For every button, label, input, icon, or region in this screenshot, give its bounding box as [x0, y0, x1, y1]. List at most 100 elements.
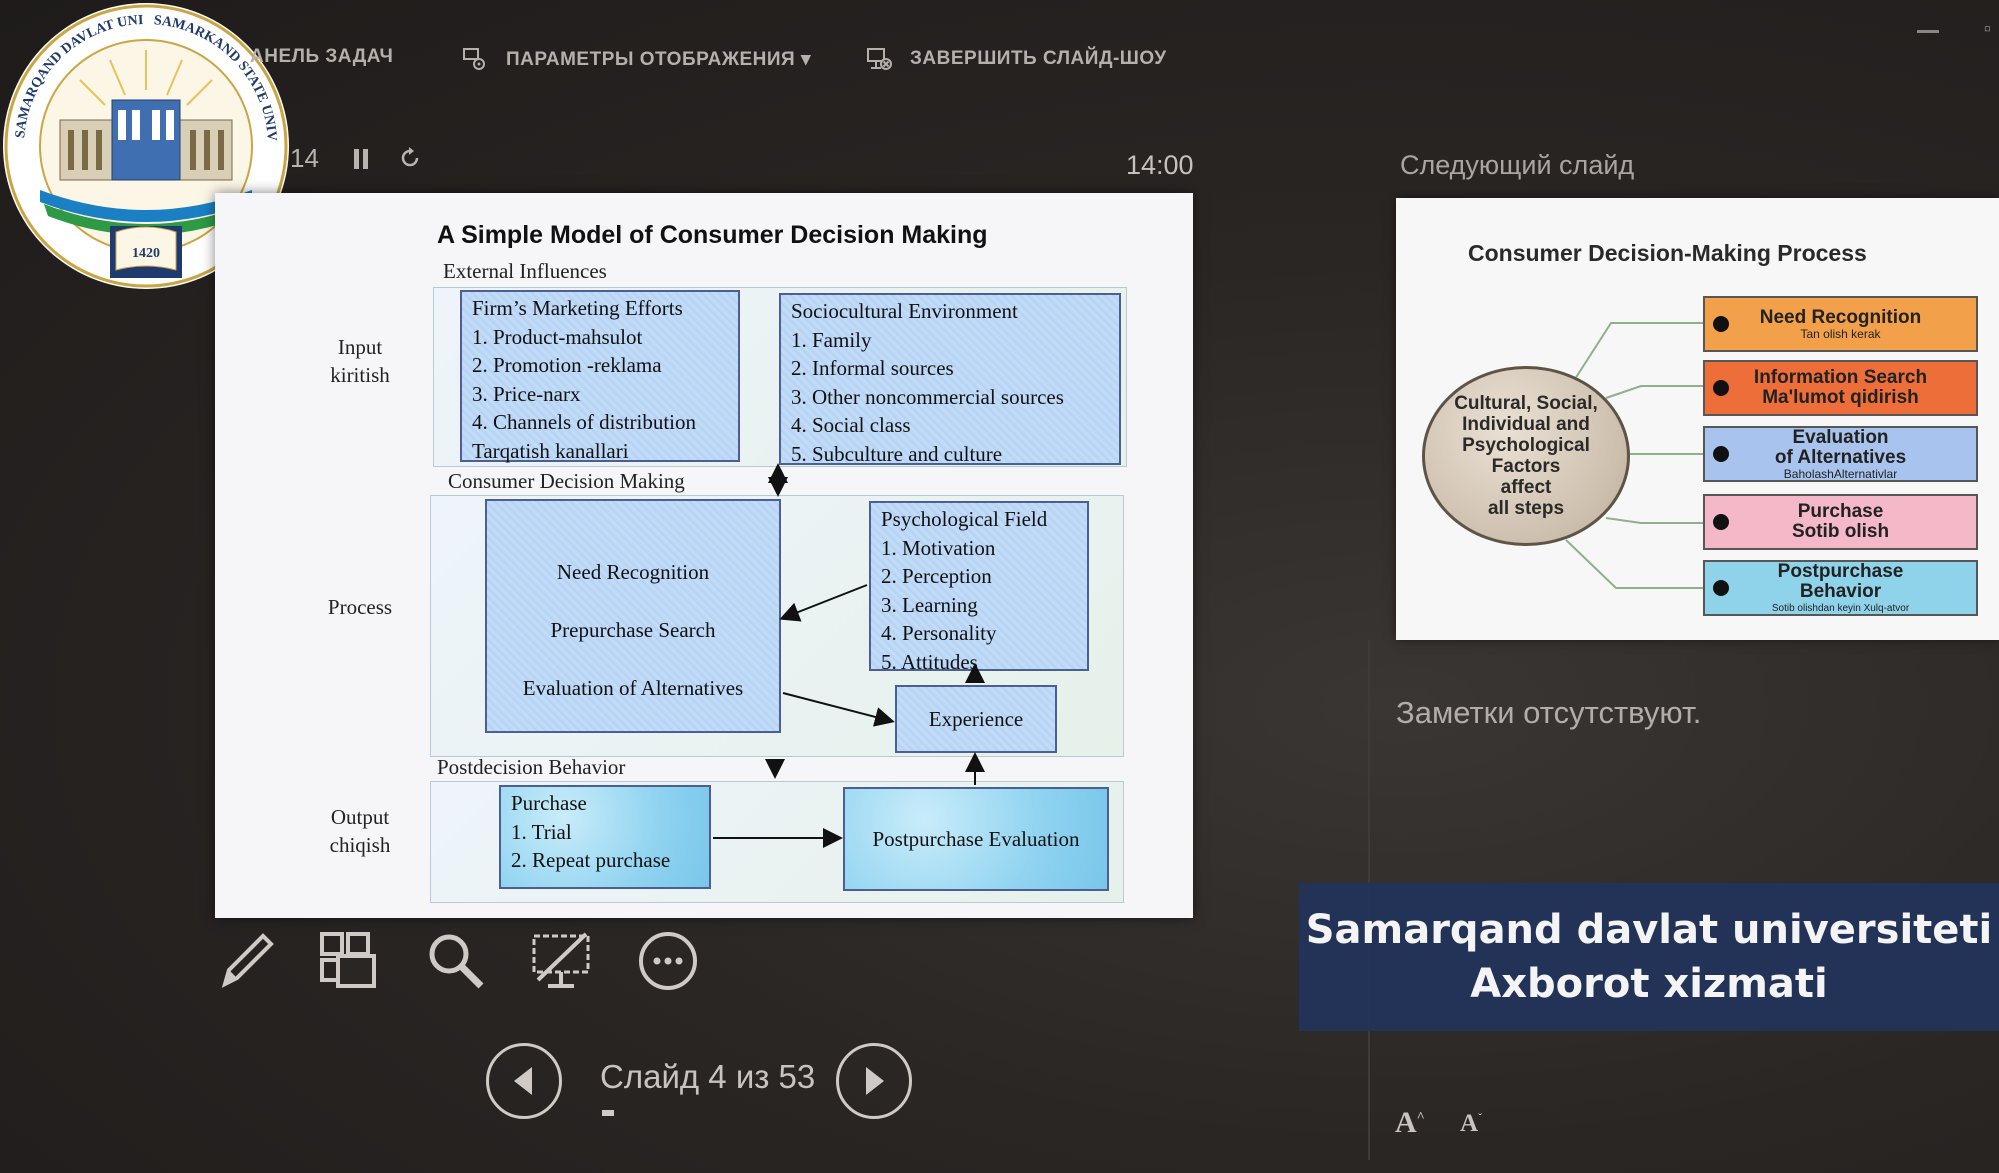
minimize-icon[interactable] — [1917, 30, 1939, 33]
slide-counter[interactable]: Слайд 4 из 53 — [600, 1058, 816, 1095]
next-slide-label: Следующий слайд — [1400, 150, 1635, 180]
psych-line: 2. Perception — [881, 564, 992, 588]
psychological-field-box: Psychological Field 1. Motivation 2. Per… — [869, 501, 1089, 674]
bullet-icon — [1713, 580, 1729, 596]
sociocultural-line: 5. Subculture and culture — [791, 441, 1003, 466]
purchase-line: Purchase — [511, 791, 587, 815]
taskbar-label: АНЕЛЬ ЗАДАЧ — [250, 46, 394, 67]
psych-line: 1. Motivation — [881, 535, 996, 560]
postpurchase-evaluation-box: Postpurchase Evaluation — [843, 787, 1109, 891]
psych-line: 5. Attitudes — [881, 649, 978, 674]
font-down-label: A — [1460, 1110, 1479, 1137]
psych-line: Psychological Field — [881, 507, 1048, 531]
step-label: Postpurchase — [1777, 560, 1904, 582]
step-sub: Ma'lumot qidirish — [1762, 387, 1919, 408]
step-label: Purchase — [1797, 501, 1884, 522]
slide-counter-underline — [602, 1110, 614, 1116]
bullet-icon — [1713, 380, 1729, 396]
university-logo: SAMARQAND DAVLAT UNIVERSITETI SAMARKAND … — [0, 0, 289, 289]
input-label-uz: kiritish — [330, 363, 390, 387]
step-sub: Behavior — [1799, 580, 1882, 602]
decision-step: Need Recognition — [556, 560, 710, 584]
step-evaluation: Evaluation of Alternatives BaholashAlter… — [1703, 426, 1978, 482]
input-side-label: Input kiritish — [315, 333, 405, 389]
step-label: Evaluation — [1792, 426, 1889, 448]
output-label-en: Output — [330, 805, 390, 829]
decrease-font-button[interactable]: Aˇ — [1460, 1110, 1483, 1137]
next-slide-title: Consumer Decision-Making Process — [1468, 240, 1867, 266]
end-slideshow-label: ЗАВЕРШИТЬ СЛАЙД-ШОУ — [910, 48, 1167, 69]
pen-tool-icon[interactable] — [215, 930, 277, 992]
decision-step: Evaluation of Alternatives — [522, 676, 744, 700]
step-sub2: BaholashAlternativlar — [1783, 466, 1898, 481]
taskbar-button[interactable]: АНЕЛЬ ЗАДАЧ — [250, 46, 393, 68]
step-label: Need Recognition — [1759, 306, 1922, 328]
experience-box: Experience — [895, 685, 1057, 753]
output-side-label: Output chiqish — [310, 803, 410, 859]
marketing-line: 1. Product-mahsulot — [472, 324, 643, 349]
next-slide-button[interactable] — [836, 1043, 912, 1119]
slide-title: A Simple Model of Consumer Decision Maki… — [437, 221, 988, 249]
marketing-line: 3. Price-narx — [472, 381, 581, 406]
step-sub: Sotib olish — [1791, 521, 1890, 542]
display-settings-icon — [463, 48, 485, 70]
more-options-icon[interactable] — [637, 930, 699, 992]
output-label-uz: chiqish — [329, 833, 391, 857]
logo-year: 1420 — [132, 246, 160, 261]
decision-step: Prepurchase Search — [550, 618, 716, 642]
speaker-notes[interactable]: Заметки отсутствуют. — [1396, 695, 1702, 730]
black-screen-icon[interactable] — [530, 930, 592, 992]
current-slide[interactable]: A Simple Model of Consumer Decision Maki… — [215, 193, 1193, 918]
sociocultural-line: 1. Family — [791, 327, 872, 352]
elapsed-timer: 14 — [290, 143, 319, 173]
previous-slide-button[interactable] — [486, 1043, 562, 1119]
factors-line: all steps — [1487, 498, 1565, 519]
previous-arrow-icon — [514, 1067, 532, 1095]
sociocultural-box: Sociocultural Environment 1. Family 2. I… — [779, 293, 1121, 466]
decision-steps-box: Need Recognition Prepurchase Search Eval… — [485, 499, 781, 733]
banner-line-2: Axborot xizmati — [1470, 961, 1828, 1007]
purchase-line: 1. Trial — [511, 819, 572, 844]
consumer-decision-making-label: Consumer Decision Making — [448, 469, 685, 493]
next-slide-preview[interactable]: Consumer Decision-Making Process Cultura… — [1396, 198, 1999, 640]
factors-line: affect — [1500, 477, 1552, 498]
next-arrow-icon — [866, 1067, 884, 1095]
font-up-label: A — [1395, 1106, 1417, 1139]
sociocultural-line: 4. Social class — [791, 413, 911, 437]
see-all-slides-icon[interactable] — [318, 930, 380, 992]
sociocultural-line: Sociocultural Environment — [791, 299, 1018, 323]
factors-line: Psychological — [1462, 435, 1590, 456]
display-settings-label: ПАРАМЕТРЫ ОТОБРАЖЕНИЯ ▾ — [506, 48, 812, 70]
factors-line: Individual and — [1462, 414, 1590, 435]
end-slideshow-icon — [867, 48, 892, 70]
psych-line: 4. Personality — [881, 621, 997, 645]
factors-line: Factors — [1491, 456, 1561, 477]
marketing-line: 2. Promotion -reklama — [472, 353, 662, 377]
step-need-recognition: Need Recognition Tan olish kerak — [1703, 296, 1978, 352]
banner-line-1: Samarqand davlat universiteti — [1305, 907, 1993, 953]
window-control-icon[interactable]: ▫ — [1983, 18, 1991, 40]
bullet-icon — [1713, 514, 1729, 530]
marketing-line: Firm’s Marketing Efforts — [472, 296, 683, 320]
sociocultural-line: 2. Informal sources — [791, 356, 954, 380]
display-settings-button[interactable]: ПАРАМЕТРЫ ОТОБРАЖЕНИЯ ▾ — [462, 46, 811, 72]
purchase-line: 2. Repeat purchase — [511, 848, 671, 872]
step-sub: of Alternatives — [1774, 446, 1907, 468]
step-sub2: Sotib olishdan keyin Xulq-atvor — [1771, 602, 1910, 614]
step-postpurchase: Postpurchase Behavior Sotib olishdan key… — [1703, 560, 1978, 616]
purchase-box: Purchase 1. Trial 2. Repeat purchase — [499, 785, 711, 889]
reset-timer-icon[interactable] — [398, 146, 422, 170]
end-slideshow-button[interactable]: ЗАВЕРШИТЬ СЛАЙД-ШОУ — [866, 46, 1167, 72]
step-label: Information Search — [1753, 367, 1928, 388]
factors-circle: Cultural, Social, Individual and Psychol… — [1422, 366, 1630, 546]
zoom-icon[interactable] — [425, 930, 487, 992]
input-label-en: Input — [337, 335, 383, 359]
bullet-icon — [1713, 316, 1729, 332]
marketing-efforts-box: Firm’s Marketing Efforts 1. Product-mahs… — [460, 290, 740, 463]
pause-icon[interactable] — [352, 148, 370, 170]
marketing-line: 4. Channels of distribution — [472, 410, 696, 434]
marketing-line: Tarqatish kanallari — [472, 438, 629, 463]
watermark-banner: Samarqand davlat universiteti Axborot xi… — [1299, 883, 1999, 1031]
postdecision-behavior-label: Postdecision Behavior — [437, 755, 626, 779]
increase-font-button[interactable]: A^ — [1395, 1106, 1425, 1139]
